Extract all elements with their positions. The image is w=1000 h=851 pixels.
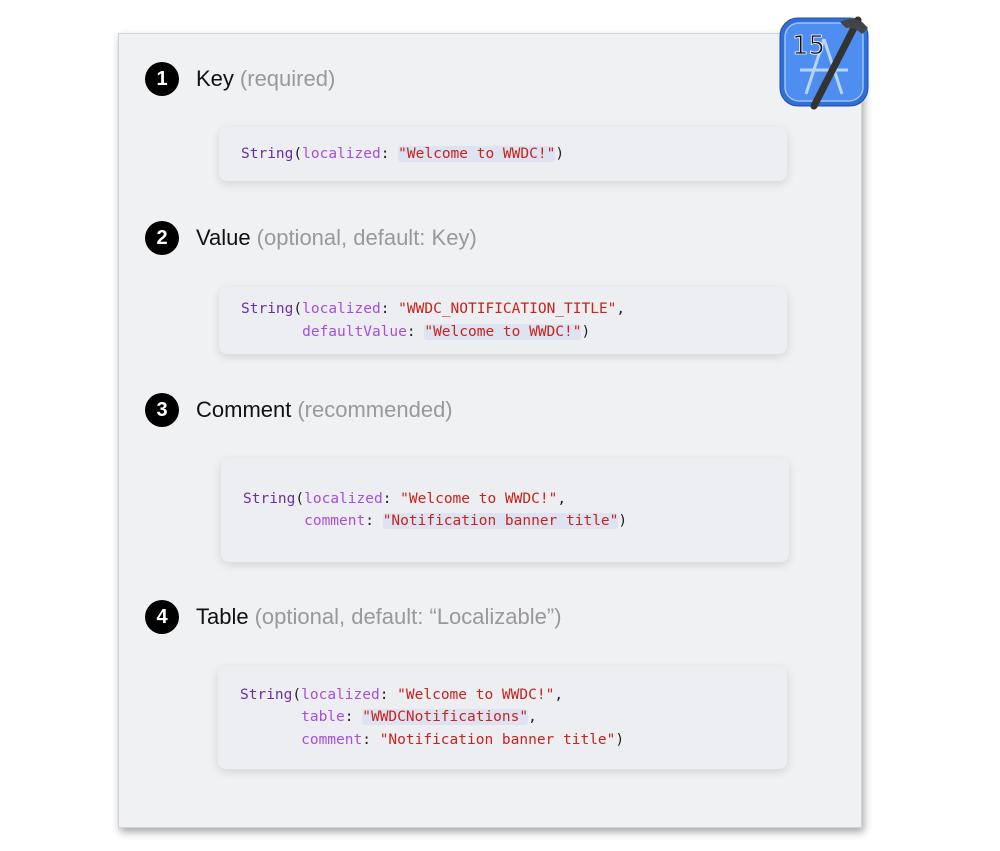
code-string: "WWDC_NOTIFICATION_TITLE" [398,301,617,317]
section-title: Table [196,604,249,629]
code-snippet-3: String(localized: "Welcome to WWDC!", co… [221,458,789,562]
step-number-badge: 2 [145,221,179,255]
code-param: comment [301,731,363,748]
code-string: "Welcome to WWDC!" [398,145,556,162]
code-param: localized [302,301,381,317]
code-punct: ( [292,686,302,703]
section-note: (optional, default: Key) [256,225,477,250]
code-punct: ) [555,145,565,162]
code-param: table [301,709,345,726]
code-snippet-1: String(localized: "Welcome to WWDC!") [219,127,787,181]
code-string: "Welcome to WWDC!" [397,686,555,703]
xcode-icon: 15 [778,14,870,110]
section-note: (required) [239,66,336,91]
section-heading-3: 3 Comment(recommended) [145,393,453,427]
code-punct: ) [581,323,591,340]
code-param: localized [304,490,383,507]
code-line: comment: "Notification banner title") [240,729,787,752]
section-heading-2: 2 Value(optional, default: Key) [145,221,477,255]
code-punct [241,324,302,340]
code-punct: , [528,709,537,726]
code-type: String [241,145,294,162]
code-line: String(localized: "Welcome to WWDC!", [243,488,789,511]
code-punct: : [406,323,425,340]
code-line: defaultValue: "Welcome to WWDC!") [241,321,787,344]
code-punct: : [344,709,363,726]
section-heading-4: 4 Table(optional, default: “Localizable”) [145,600,562,634]
step-number-badge: 1 [145,62,179,96]
code-punct: , [557,490,567,507]
code-string: "WWDCNotifications" [362,709,529,726]
code-line: String(localized: "Welcome to WWDC!") [241,143,787,166]
section-heading-1: 1 Key(required) [145,62,335,96]
code-punct: ) [618,513,628,529]
code-punct: , [616,301,626,317]
section-note: (optional, default: “Localizable”) [254,604,562,629]
code-param: localized [302,145,381,162]
code-param: comment [304,513,366,529]
step-number-badge: 4 [145,600,179,634]
code-type: String [243,490,296,507]
code-string: "Welcome to WWDC!" [424,323,582,340]
code-punct [243,513,304,529]
code-punct: : [379,686,398,703]
code-line: String(localized: "WWDC_NOTIFICATION_TIT… [241,298,787,321]
code-string: "Notification banner title" [379,731,616,748]
code-punct: : [380,145,399,162]
code-param: defaultValue [302,323,407,340]
code-string: "Notification banner title" [382,513,619,529]
code-line: String(localized: "Welcome to WWDC!", [240,684,787,707]
version-label: 15 [792,31,825,61]
code-punct: : [365,513,383,529]
code-string: "Welcome to WWDC!" [400,490,558,507]
code-type: String [240,686,293,703]
code-punct: : [362,731,380,748]
code-punct: : [382,490,401,507]
code-line: comment: "Notification banner title") [243,510,789,533]
code-line: table: "WWDCNotifications", [240,706,787,729]
code-snippet-4: String(localized: "Welcome to WWDC!", ta… [218,666,787,769]
code-punct [240,709,301,725]
code-punct: ( [293,145,303,162]
code-type: String [241,301,294,317]
step-number-badge: 3 [145,393,179,427]
code-param: localized [301,686,380,703]
code-punct: ( [295,490,305,507]
section-title: Comment [196,397,292,422]
code-snippet-2: String(localized: "WWDC_NOTIFICATION_TIT… [219,287,787,354]
section-title: Key [196,66,234,91]
code-punct: , [554,686,564,703]
section-title: Value [196,225,251,250]
code-punct [240,732,301,748]
section-note: (recommended) [297,397,453,422]
code-punct: ( [293,301,303,317]
code-punct: : [380,301,399,317]
code-punct: ) [615,731,625,748]
